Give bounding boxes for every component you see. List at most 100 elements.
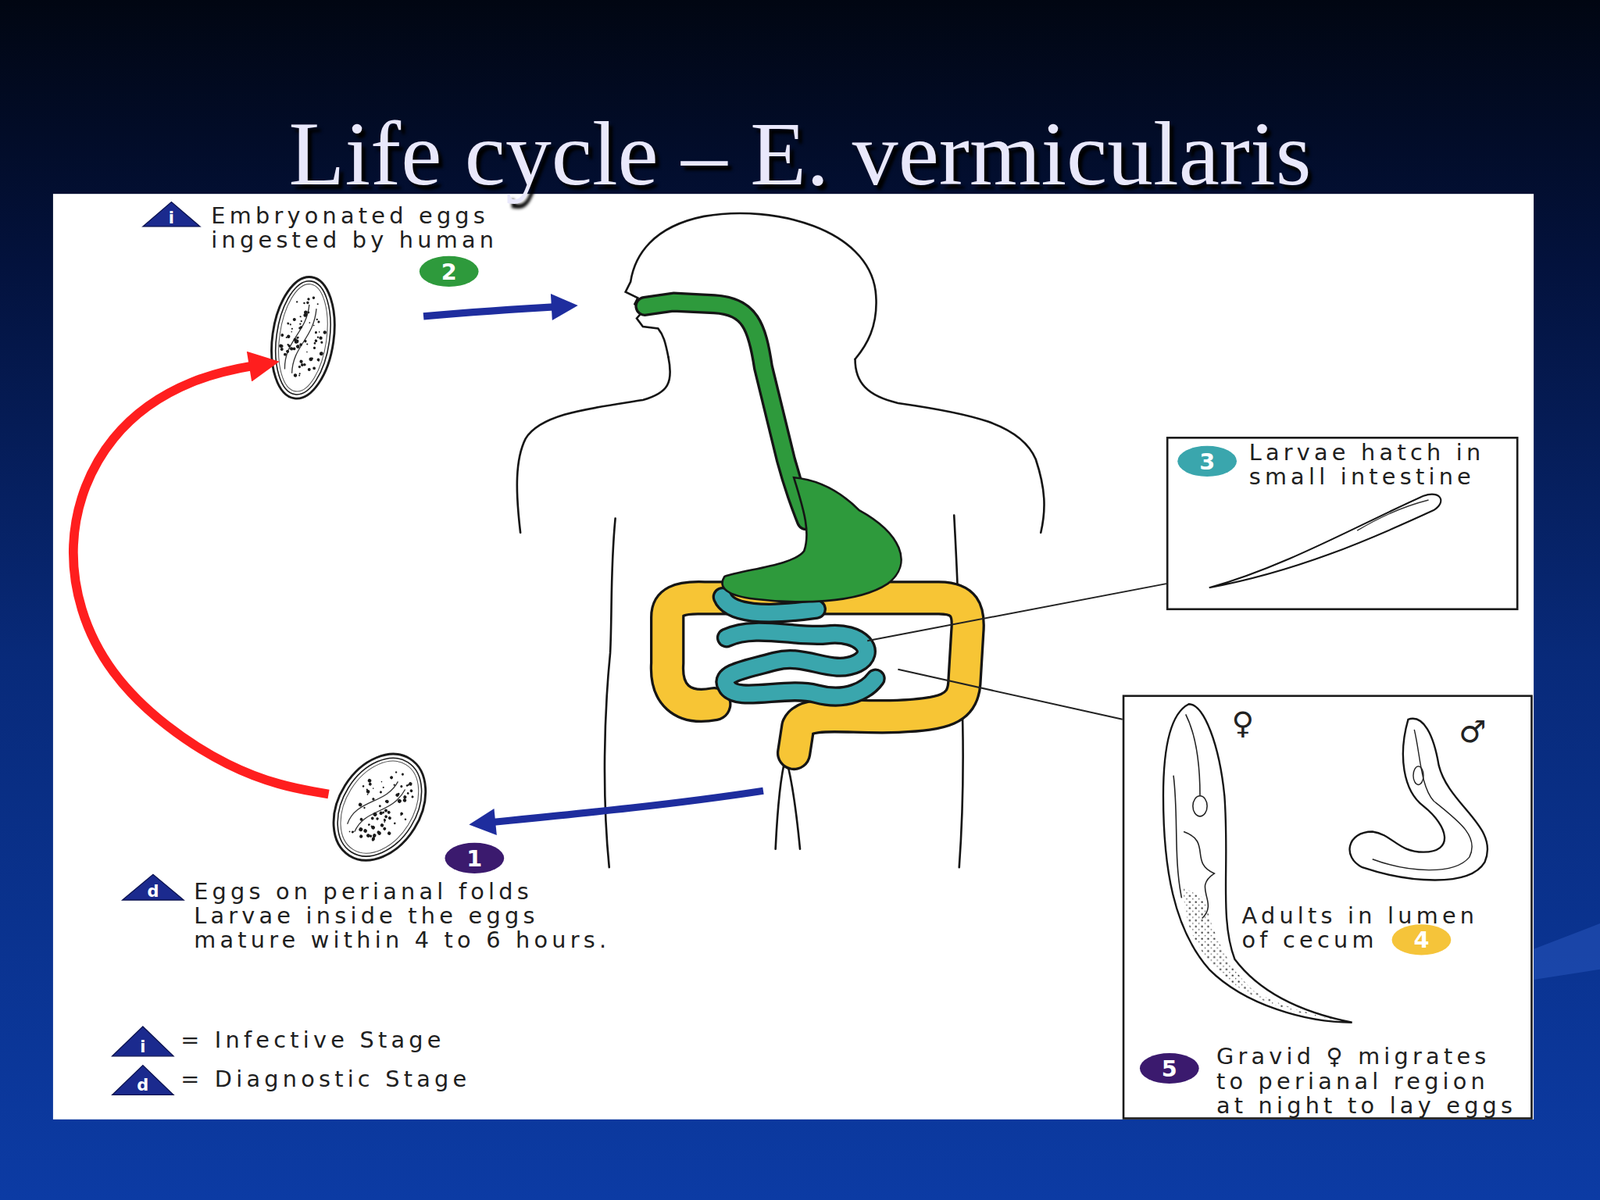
egg-granule (395, 792, 400, 798)
egg-granule (313, 325, 315, 327)
egg-granule (318, 335, 323, 340)
egg-granule (396, 798, 403, 804)
worm-detail (1173, 775, 1182, 899)
egg-granule (317, 335, 320, 339)
egg-granule (303, 310, 308, 315)
egg-granule (292, 373, 297, 378)
egg-granule (285, 350, 290, 354)
sex-symbol: ♂ (1431, 710, 1513, 751)
egg-node: Eggs on perianal foldsLarvae inside the … (328, 753, 432, 861)
egg-shell (320, 742, 440, 872)
left-torso (604, 518, 616, 868)
leader-line (867, 583, 1167, 641)
egg-granule (372, 811, 379, 818)
node-text: Larvae inside the eggs mature within 4 t… (193, 903, 628, 954)
egg-granule (403, 817, 407, 821)
egg-granule (312, 366, 316, 370)
egg-granule (361, 785, 365, 789)
worm-detail (1185, 714, 1200, 796)
egg-granule (299, 322, 302, 325)
stage-letter: i (102, 1035, 184, 1057)
egg-granule (279, 347, 284, 352)
embryo (345, 770, 408, 843)
egg-granule (406, 791, 410, 795)
right-shoulder (855, 359, 1045, 533)
stage-letter: d (102, 1074, 184, 1096)
egg-granule (311, 296, 315, 300)
egg-granule (318, 331, 321, 333)
egg-granule (366, 793, 368, 796)
callout-box: Adults in lumen of cecumGravid ♀ migrate… (1122, 694, 1533, 1119)
egg-granule (292, 346, 296, 350)
egg-granule (350, 830, 354, 834)
egg-shell (268, 277, 338, 398)
slide-title: Life cycle – E. vermicularis (0, 97, 1600, 211)
egg-granule (300, 320, 303, 323)
egg-granule (294, 339, 300, 344)
legend-text: = Diagnostic Stage (180, 1067, 471, 1092)
egg-granule (308, 321, 311, 324)
node-text: Gravid ♀ migrates to perianal region at … (1216, 1044, 1525, 1118)
egg-granule (280, 333, 284, 337)
egg-granule (310, 357, 314, 360)
egg-granule (286, 321, 290, 325)
callout-box: Larvae hatch in small intestine (1166, 436, 1519, 611)
egg-granule (298, 326, 301, 329)
egg-granule (317, 303, 319, 305)
egg-granule (376, 830, 382, 836)
esophagus-outline (644, 302, 806, 522)
egg-granule (394, 771, 397, 774)
egg-granule (400, 814, 402, 816)
egg-granule (298, 372, 300, 375)
egg-granule (299, 359, 304, 364)
egg-granule (298, 374, 300, 376)
larva (1209, 494, 1442, 589)
egg-granule (299, 315, 301, 318)
sex-symbol: ♀ (1202, 702, 1284, 743)
egg-granule (384, 814, 389, 819)
left-shoulder (517, 357, 671, 533)
egg-granule (299, 342, 303, 347)
egg-granule (400, 772, 404, 776)
egg-granule (308, 357, 313, 361)
egg-granule (371, 832, 377, 838)
egg-node: Embryonated eggs ingested by human (267, 273, 339, 403)
egg-granule (371, 836, 376, 842)
egg-laying-arrow (479, 790, 764, 824)
egg-granule (357, 802, 363, 808)
egg-granule (307, 297, 311, 301)
egg-granule (315, 317, 318, 321)
egg-granule (367, 778, 373, 784)
node-text: Embryonated eggs ingested by human (210, 203, 518, 254)
egg-granule (317, 359, 321, 362)
egg-granule (278, 343, 283, 348)
egg-granule (322, 330, 327, 335)
egg-granule (386, 810, 391, 815)
egg-granule (365, 832, 371, 838)
egg-granule (409, 789, 414, 793)
egg-granule (306, 351, 308, 354)
small-intestine (725, 632, 875, 697)
egg-granule (371, 838, 375, 842)
egg-outline (328, 753, 432, 861)
egg-granule (378, 804, 382, 808)
egg-granule (298, 365, 302, 369)
egg-granule (363, 806, 366, 809)
egg-granule (389, 775, 393, 780)
egg-granule (296, 344, 300, 349)
egg-granule (287, 344, 291, 348)
egg-granule (313, 342, 316, 345)
node-text: Eggs on perianal folds (193, 879, 628, 904)
egg-granule (407, 781, 413, 786)
egg-granule (313, 346, 317, 350)
egg-granule (372, 787, 375, 790)
node-text: Larvae hatch in small intestine (1249, 440, 1517, 490)
egg-granule (314, 331, 318, 334)
egg-granule (307, 310, 310, 314)
callout-number: 4 (1380, 925, 1462, 955)
egg-granule (399, 811, 404, 816)
egg-granule (370, 825, 373, 828)
worm-detail (1183, 831, 1215, 918)
egg-granule (283, 353, 287, 357)
